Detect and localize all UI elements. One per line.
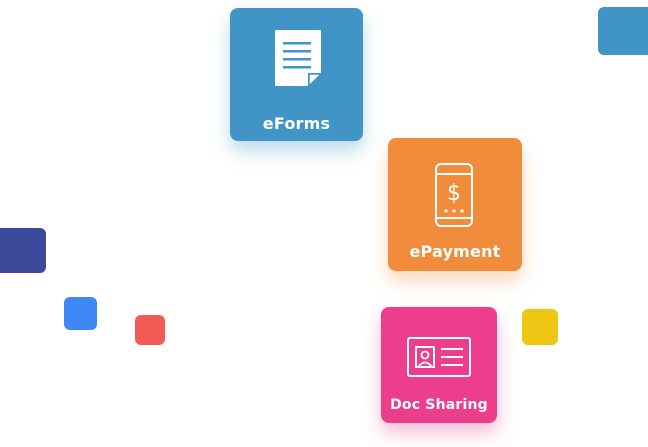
doc-sharing-label: Doc Sharing: [390, 397, 488, 413]
document-icon: [275, 30, 323, 88]
decor-square-blue: [598, 7, 648, 55]
decor-square-royal-blue: [64, 297, 97, 330]
decor-square-yellow: [522, 309, 558, 345]
mobile-payment-icon: $: [435, 163, 473, 227]
eforms-tile[interactable]: eForms: [230, 8, 363, 141]
svg-text:$: $: [447, 181, 461, 206]
epayment-label: ePayment: [409, 242, 501, 261]
decor-square-navy: [0, 228, 46, 273]
epayment-tile[interactable]: $ ePayment: [388, 138, 522, 271]
id-card-icon: [407, 337, 471, 377]
decor-square-red: [135, 315, 165, 345]
eforms-label: eForms: [262, 114, 331, 133]
doc-sharing-tile[interactable]: Doc Sharing: [381, 307, 497, 423]
